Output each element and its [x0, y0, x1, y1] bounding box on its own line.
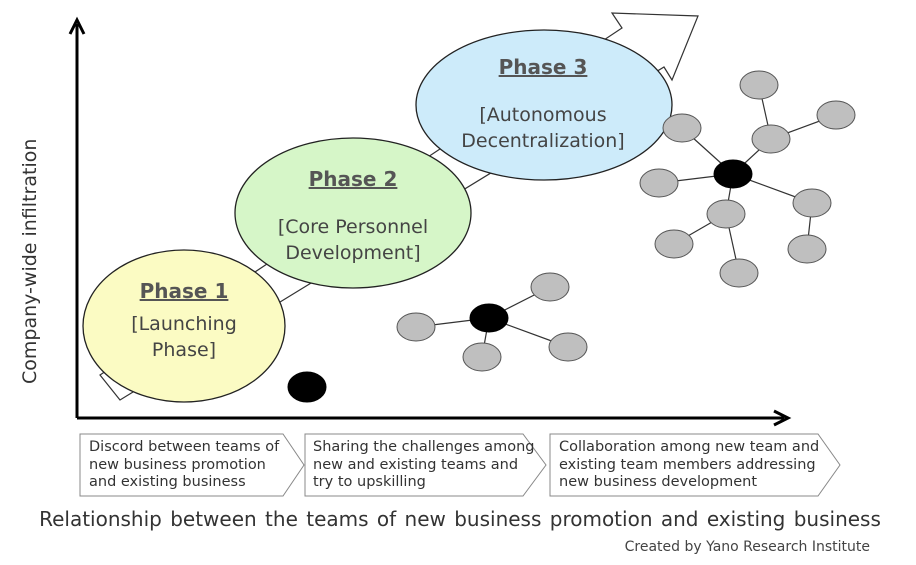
stage-2-text: Sharing the challenges among new and exi…: [313, 439, 534, 492]
network-node: [739, 70, 779, 100]
network-node: [548, 332, 588, 362]
network-node: [530, 272, 570, 302]
phase-3-subtitle: [Autonomous Decentralization]: [428, 102, 658, 154]
stage-3-text-line: Collaboration among new team and: [559, 439, 820, 455]
phase-1-title: Phase 1: [139, 279, 229, 303]
stage-2-text-line: Sharing the challenges among: [313, 439, 535, 455]
network-node: [816, 100, 856, 130]
phase-1-subtitle-line: Phase]: [151, 339, 217, 361]
stage-3-text: Collaboration among new team and existin…: [559, 439, 819, 492]
phase-2-subtitle-line: Development]: [285, 242, 421, 264]
stage-3-text-line: existing team members addressing: [559, 456, 816, 473]
phase-1-subtitle: [Launching Phase]: [94, 311, 274, 363]
stage-1-text-line: new business promotion: [89, 456, 266, 473]
stage-1-text-line: Discord between teams of: [89, 439, 280, 455]
phase-2-subtitle: [Core Personnel Development]: [243, 214, 463, 266]
phase-3-title: Phase 3: [498, 55, 588, 79]
phase-3-ellipse: [415, 29, 673, 181]
y-axis-arrowhead: [68, 16, 86, 35]
network-node: [751, 124, 791, 154]
network-node: [462, 342, 502, 372]
stage-3-chevron: [549, 433, 841, 497]
axes: [68, 16, 792, 427]
stage-1-chevron: [79, 433, 305, 497]
phase-2-ellipse: [234, 137, 472, 289]
lone-node: [287, 371, 327, 403]
stage-1-text: Discord between teams of new business pr…: [89, 439, 279, 492]
stage-1-text-line: and existing business: [89, 474, 246, 490]
network-node: [792, 188, 832, 218]
network-node: [719, 258, 759, 288]
phase-3-subtitle-line: [Autonomous: [479, 104, 607, 126]
small-network: [396, 272, 588, 372]
phase-2-subtitle-line: [Core Personnel: [277, 216, 429, 238]
network-node: [662, 113, 702, 143]
x-axis-label: Relationship between the teams of new bu…: [39, 507, 881, 531]
network-node: [787, 234, 827, 264]
network-hub-node: [469, 303, 509, 333]
stage-3-text-line: new business development: [559, 474, 758, 490]
network-node: [654, 229, 694, 259]
stage-2-text-line: new and existing teams and: [313, 456, 519, 473]
phase-2-title: Phase 2: [308, 167, 398, 191]
network-node: [706, 199, 746, 229]
phase-3-subtitle-line: Decentralization]: [461, 130, 625, 152]
y-axis-label: Company-wide infiltration: [19, 138, 41, 384]
stage-2-text-line: try to upskilling: [313, 474, 426, 490]
phase-1-subtitle-line: [Launching: [131, 313, 237, 335]
network-hub-node: [713, 159, 753, 189]
network-node: [639, 168, 679, 198]
phase-1-ellipse: [82, 249, 286, 403]
credit-text: Created by Yano Research Institute: [624, 539, 870, 555]
x-axis-arrowhead: [773, 409, 792, 427]
network-node: [396, 312, 436, 342]
large-network: [639, 70, 856, 288]
stage-2-chevron: [304, 433, 547, 497]
